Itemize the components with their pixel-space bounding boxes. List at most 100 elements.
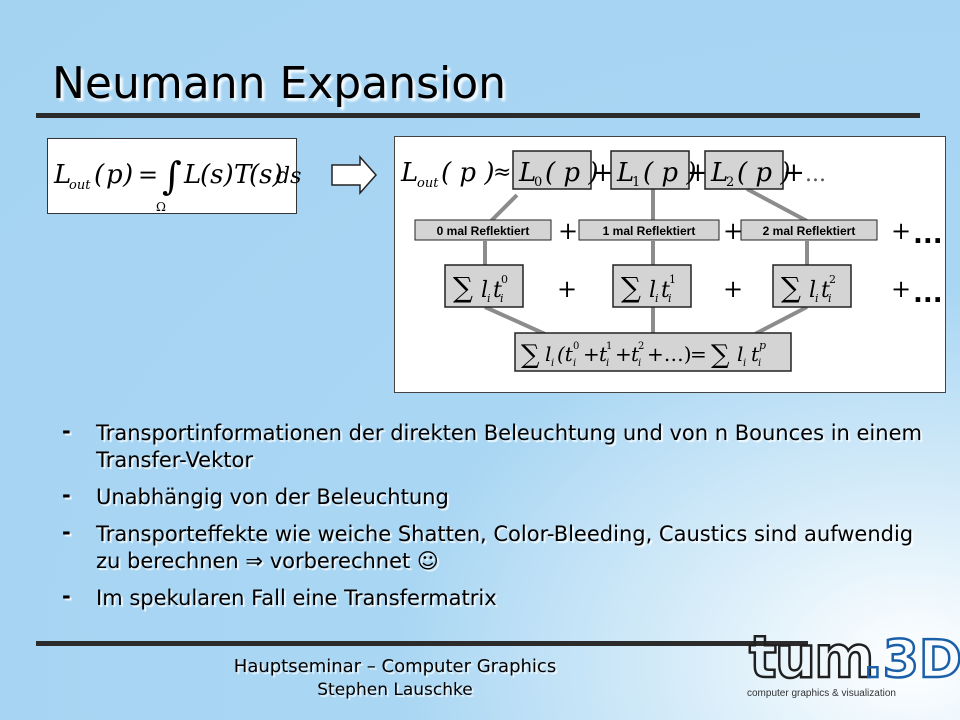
bullet-dash: -	[62, 419, 71, 443]
svg-text:i: i	[551, 358, 554, 369]
footer-author: Stephen Lauschke	[317, 680, 473, 700]
svg-text:(: (	[94, 160, 105, 190]
svg-text:t: t	[661, 278, 670, 303]
footer-divider	[36, 641, 808, 646]
rendering-equation-box: L out ( p ) = ∫ Ω L (s) T (s) ds	[47, 138, 301, 214]
svg-text:+: +	[783, 158, 805, 188]
svg-text:L: L	[616, 158, 634, 188]
svg-text:(t: (t	[557, 342, 574, 366]
sum-t1: ∑ l i t i 1	[612, 264, 692, 308]
svg-text:1: 1	[632, 175, 640, 190]
svg-text:+: +	[558, 217, 578, 245]
bullet-item: - Transportinformationen der direkten Bel…	[62, 419, 922, 474]
svg-text:l: l	[649, 278, 656, 303]
bullet-dash: -	[62, 584, 71, 608]
svg-text:p: p	[106, 160, 123, 190]
bullet-dash: -	[62, 520, 71, 544]
svg-text:1 mal Reflektiert: 1 mal Reflektiert	[603, 224, 696, 238]
bullet-item: - Unabhängig von der Beleuchtung	[62, 483, 922, 511]
svg-text:t: t	[821, 278, 830, 303]
right-arrow-icon	[331, 155, 378, 195]
svg-text:t: t	[493, 278, 502, 303]
svg-text:L: L	[53, 160, 71, 190]
bullet-dash: -	[62, 483, 71, 507]
svg-text:t: t	[599, 342, 608, 366]
svg-text:...: ...	[913, 220, 943, 250]
sum-t0: ∑ l i t i 0	[444, 264, 524, 308]
svg-text:l: l	[545, 342, 551, 366]
label-2-reflections: 2 mal Reflektiert	[740, 219, 878, 241]
svg-text:( p ): ( p )	[643, 158, 696, 188]
svg-text:∑: ∑	[621, 271, 641, 304]
bullet-text: Transportinformationen der direkten Bele…	[96, 421, 922, 472]
svg-text:0: 0	[573, 341, 579, 352]
svg-text:∫: ∫	[162, 154, 182, 198]
svg-text:∑: ∑	[453, 271, 473, 304]
svg-text:0 mal Reflektiert: 0 mal Reflektiert	[437, 224, 530, 238]
svg-text:1: 1	[606, 341, 612, 352]
svg-text:l: l	[809, 278, 816, 303]
bullet-item: -Im spekularen Fall eine Transfermatrix	[62, 584, 922, 612]
svg-text:i: i	[758, 358, 761, 369]
term-l1: L 1 ( p )	[610, 150, 696, 190]
bullet-list: - Transportinformationen der direkten Bel…	[62, 419, 922, 622]
svg-text:l: l	[481, 278, 488, 303]
svg-text:(s): (s)	[249, 160, 283, 190]
svg-text:L: L	[710, 158, 728, 188]
svg-text:tum: tum	[749, 623, 872, 691]
svg-text:∑: ∑	[711, 340, 730, 370]
diagram-canvas: L out ( p ) ≈ L 0 ( p ) + L 1 ( p ) + L …	[400, 150, 943, 372]
svg-text:∑: ∑	[781, 271, 801, 304]
svg-text:( p ): ( p )	[441, 158, 494, 188]
svg-text:2 mal Reflektiert: 2 mal Reflektiert	[763, 224, 856, 238]
svg-text:∑: ∑	[521, 340, 540, 370]
svg-text:L: L	[400, 158, 418, 188]
svg-text:+: +	[583, 342, 600, 366]
svg-text:(s): (s)	[200, 160, 234, 190]
svg-text:i: i	[487, 292, 491, 305]
svg-text:L: L	[183, 160, 201, 190]
svg-text:( p ): ( p )	[545, 158, 598, 188]
bullet-text: Unabhängig von der Beleuchtung	[96, 485, 449, 509]
svg-text:+…): +…)	[647, 342, 692, 366]
svg-text:+: +	[723, 275, 743, 303]
svg-text:≈: ≈	[493, 160, 511, 185]
svg-text:1: 1	[669, 273, 676, 286]
sum-t2: ∑ l i t i 2	[772, 264, 852, 308]
svg-text:2: 2	[726, 175, 734, 190]
svg-text:i: i	[500, 292, 504, 305]
svg-text:...: ...	[805, 162, 826, 187]
svg-text:+: +	[723, 217, 743, 245]
svg-text:L: L	[518, 158, 536, 188]
svg-text:0: 0	[501, 273, 508, 286]
bullet-text: Transporteffekte wie weiche Shatten, Col…	[96, 522, 914, 573]
svg-text:i: i	[815, 292, 819, 305]
svg-text:0: 0	[534, 175, 542, 190]
svg-text:+: +	[891, 275, 911, 303]
combined-sum: ∑ l i (t i 0 + t i 1 + t i 2 +…) = ∑ l i…	[514, 332, 792, 372]
svg-text:i: i	[655, 292, 659, 305]
svg-text:+: +	[687, 158, 709, 188]
svg-text:out: out	[69, 178, 91, 193]
svg-text:( p ): ( p )	[737, 158, 790, 188]
svg-text:l: l	[737, 342, 743, 366]
bullet-item: - Transporteffekte wie weiche Shatten, Co…	[62, 520, 922, 575]
term-l0: L 0 ( p )	[512, 150, 598, 190]
svg-text:i: i	[743, 358, 746, 369]
svg-text:Ω: Ω	[156, 200, 166, 214]
svg-text:=: =	[138, 161, 158, 189]
svg-text:2: 2	[638, 341, 644, 352]
svg-text:=: =	[690, 342, 707, 366]
svg-text:+: +	[592, 158, 614, 188]
svg-text:i: i	[606, 358, 609, 369]
tum3d-logo: tum .3D	[748, 622, 960, 693]
svg-text:p: p	[759, 339, 766, 352]
logo-subtitle: computer graphics & visualization	[747, 688, 896, 699]
svg-text:t: t	[631, 342, 640, 366]
rendering-equation: L out ( p ) = ∫ Ω L (s) T (s) ds	[53, 154, 301, 214]
svg-text:): )	[122, 160, 133, 190]
svg-text:+: +	[615, 342, 632, 366]
title-divider	[36, 113, 920, 118]
svg-text:i: i	[573, 358, 576, 369]
neumann-diagram: L out ( p ) ≈ L 0 ( p ) + L 1 ( p ) + L …	[394, 136, 946, 393]
